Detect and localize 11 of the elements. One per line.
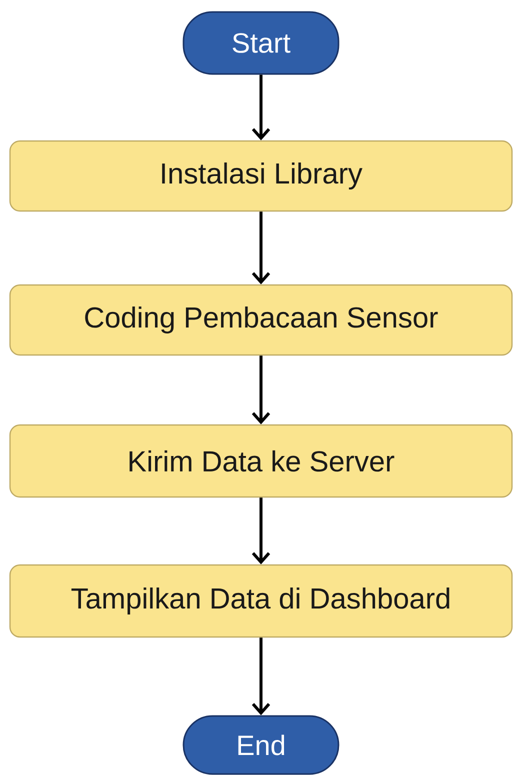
process-box: Instalasi Library bbox=[9, 140, 513, 212]
process-box: Coding Pembacaan Sensor bbox=[9, 284, 513, 356]
arrow bbox=[252, 356, 270, 424]
process-box: Tampilkan Data di Dashboard bbox=[9, 564, 513, 638]
arrow bbox=[252, 638, 270, 716]
terminal-pill: End bbox=[182, 715, 340, 775]
process-box: Kirim Data ke Server bbox=[9, 424, 513, 498]
arrow bbox=[252, 74, 270, 140]
arrow bbox=[252, 212, 270, 284]
arrow bbox=[252, 498, 270, 564]
terminal-pill: Start bbox=[182, 11, 340, 75]
